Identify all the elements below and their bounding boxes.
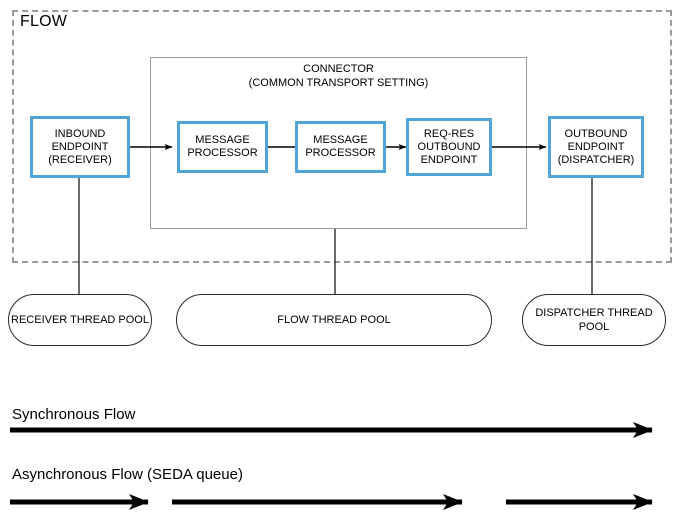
node-message-processor-2-line-1: MESSAGE [313, 134, 368, 146]
pool-dispatcher-thread-pool-line-2: THREAD POOL [578, 307, 653, 333]
node-inbound-endpoint[interactable]: INBOUND ENDPOINT (RECEIVER) [30, 116, 130, 178]
node-inbound-endpoint-line-3: (RECEIVER) [48, 153, 112, 166]
node-req-res-outbound-endpoint-line-2: OUTBOUND [417, 140, 481, 153]
node-outbound-endpoint-line-2: ENDPOINT [567, 140, 625, 153]
node-outbound-endpoint-line-1: OUTBOUND [564, 127, 628, 140]
legend-label-synchronous-flow: Synchronous Flow [12, 406, 136, 423]
node-message-processor-1-line-1: MESSAGE [195, 134, 250, 146]
node-message-processor-2-line-2: PROCESSOR [305, 147, 376, 159]
node-req-res-outbound-endpoint[interactable]: REQ-RES OUTBOUND ENDPOINT [406, 118, 492, 176]
pool-dispatcher-thread-pool[interactable]: DISPATCHER THREAD POOL [522, 294, 666, 346]
node-inbound-endpoint-line-1: INBOUND [54, 127, 106, 140]
flow-title: FLOW [20, 13, 68, 30]
pool-flow-thread-pool-line-2: THREAD POOL [311, 314, 391, 326]
connector-title-line-2: (COMMON TRANSPORT SETTING) [248, 77, 429, 89]
node-outbound-endpoint-line-3: (DISPATCHER) [557, 153, 635, 166]
pool-dispatcher-thread-pool-line-1: DISPATCHER [535, 307, 605, 319]
pool-receiver-thread-pool-line-2: THREAD POOL [70, 314, 149, 326]
node-outbound-endpoint[interactable]: OUTBOUND ENDPOINT (DISPATCHER) [548, 116, 644, 178]
pool-receiver-thread-pool-line-1: RECEIVER [11, 314, 68, 326]
node-message-processor-1[interactable]: MESSAGE PROCESSOR [177, 121, 268, 173]
thread-pool-drop-lines [78, 177, 593, 295]
pool-flow-thread-pool-line-1: FLOW [277, 314, 310, 326]
flow-container [12, 10, 672, 263]
legend-label-asynchronous-flow: Asynchronous Flow (SEDA queue) [12, 466, 243, 483]
node-req-res-outbound-endpoint-line-3: ENDPOINT [420, 153, 478, 166]
connector-box [150, 57, 527, 229]
connector-title: CONNECTOR (COMMON TRANSPORT SETTING) [150, 62, 527, 90]
node-req-res-outbound-endpoint-line-1: REQ-RES [423, 127, 475, 140]
pool-receiver-thread-pool[interactable]: RECEIVER THREAD POOL [8, 294, 152, 346]
connector-title-line-1: CONNECTOR [303, 63, 374, 75]
node-message-processor-2[interactable]: MESSAGE PROCESSOR [295, 121, 386, 173]
node-inbound-endpoint-line-2: ENDPOINT [51, 140, 109, 153]
node-message-processor-1-line-2: PROCESSOR [187, 147, 258, 159]
pool-flow-thread-pool[interactable]: FLOW THREAD POOL [176, 294, 492, 346]
